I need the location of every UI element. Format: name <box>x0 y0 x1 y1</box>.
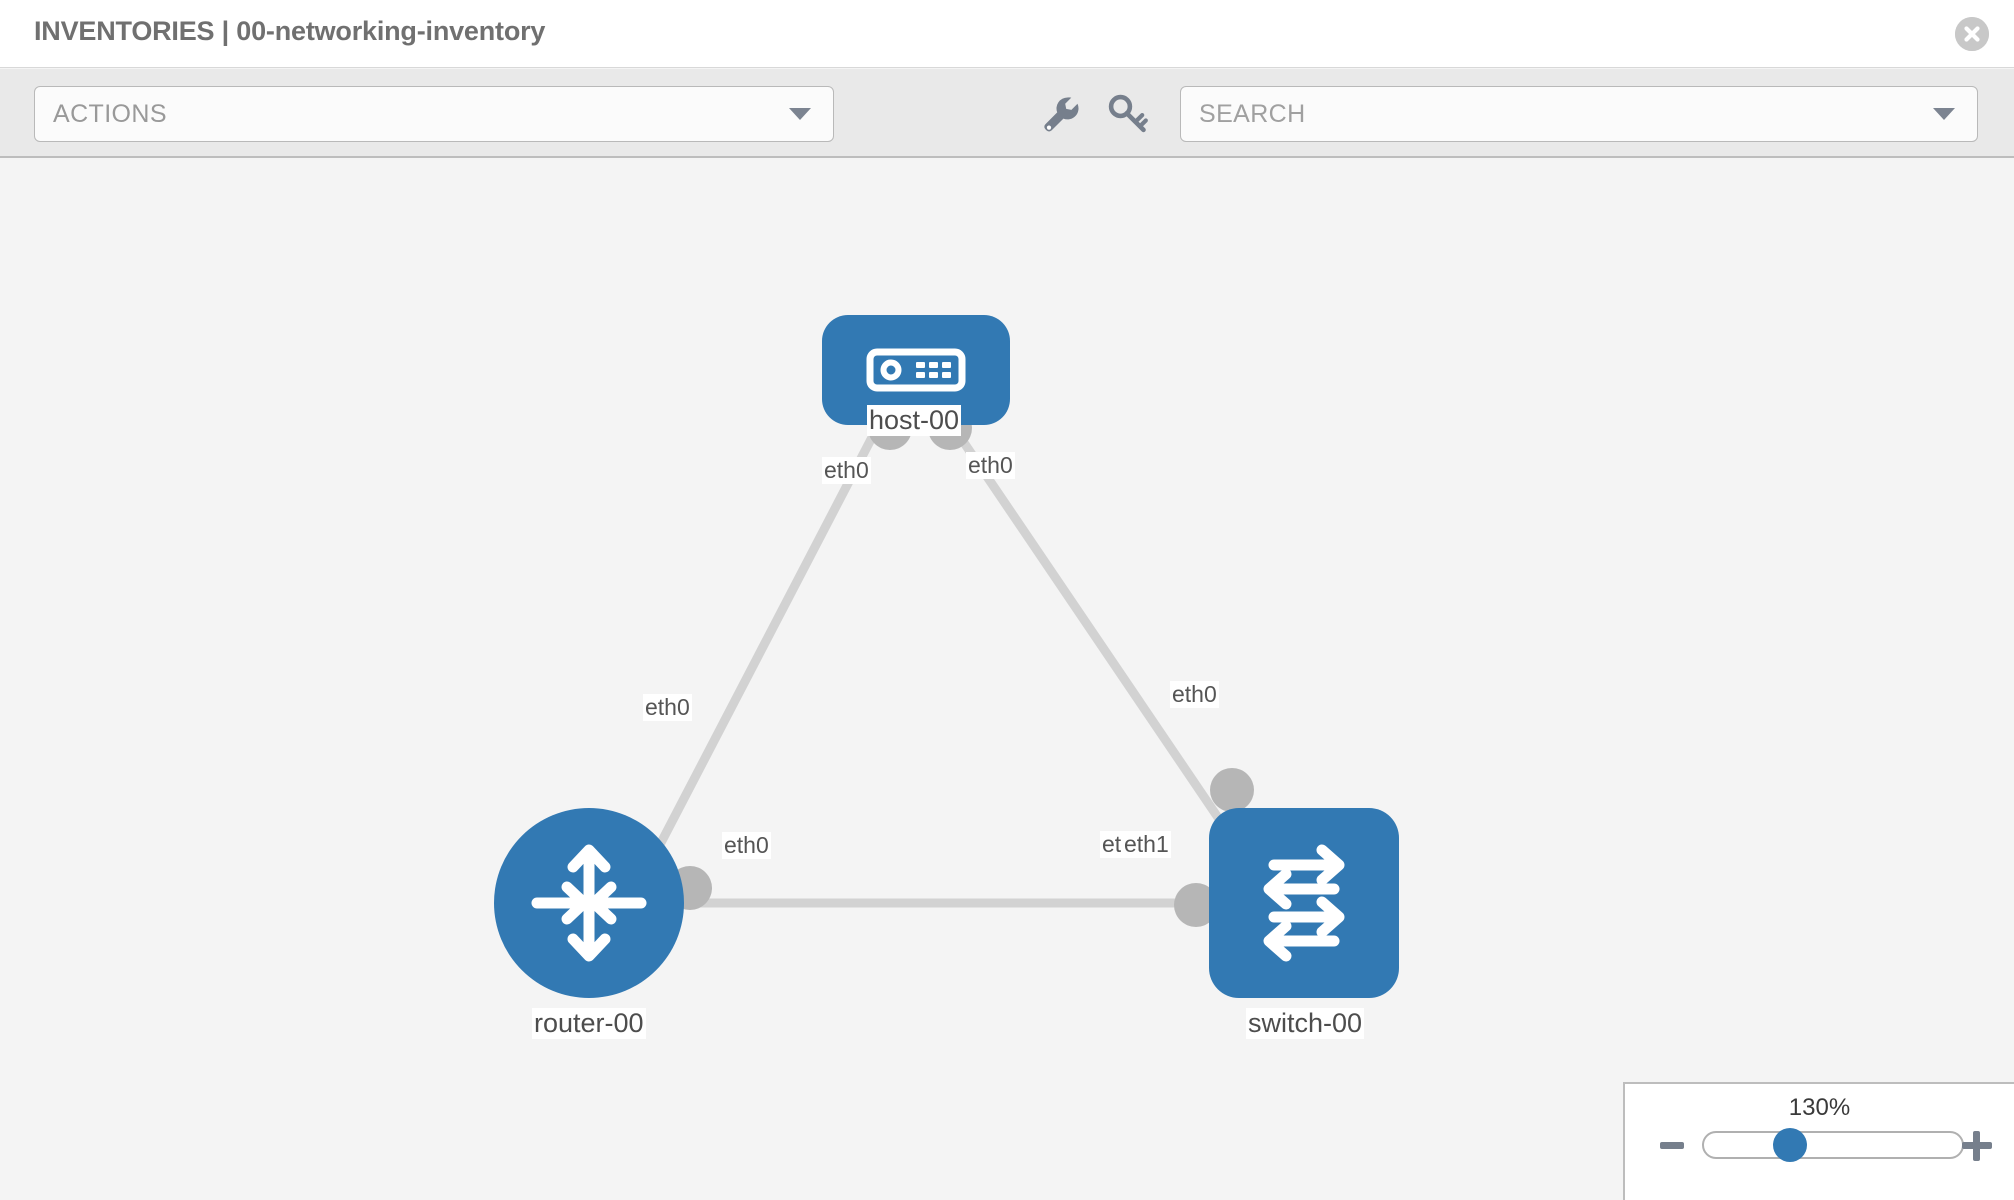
actions-dropdown-label: ACTIONS <box>53 100 167 128</box>
node-router-00-label: router-00 <box>532 1008 646 1039</box>
close-icon <box>1955 17 1989 51</box>
edge-label-switch-upper: eth0 <box>1170 681 1219 708</box>
switch-icon <box>1263 844 1345 962</box>
edge-label-router-upper: eth0 <box>643 694 692 721</box>
topology-links <box>648 406 1254 927</box>
search-placeholder: SEARCH <box>1199 100 1306 128</box>
node-host-00-label: host-00 <box>867 405 962 436</box>
zoom-in-button[interactable] <box>1962 1131 1992 1161</box>
zoom-out-button[interactable] <box>1660 1142 1684 1149</box>
link-host-router[interactable] <box>648 419 884 863</box>
zoom-slider-handle[interactable] <box>1773 1128 1807 1162</box>
topology-canvas[interactable]: host-00 <box>0 160 2014 1200</box>
page-header: INVENTORIES | 00-networking-inventory <box>0 0 2014 68</box>
wrench-icon <box>1044 97 1079 132</box>
node-switch-00-label: switch-00 <box>1246 1008 1365 1039</box>
zoom-slider-track[interactable] <box>1702 1131 1964 1159</box>
zoom-control-panel: 130% <box>1623 1082 2014 1200</box>
wrench-button[interactable] <box>1036 91 1082 137</box>
link-host-switch[interactable] <box>946 419 1244 853</box>
connector-switch-top <box>1210 768 1254 812</box>
actions-dropdown[interactable]: ACTIONS <box>34 86 834 142</box>
router-icon <box>531 844 647 962</box>
edge-label-switch-left: eth1 <box>1122 831 1171 858</box>
node-router-00-shape[interactable] <box>494 808 684 998</box>
key-icon <box>1108 94 1148 133</box>
chevron-down-icon <box>1933 108 1955 120</box>
edge-label-host-right: eth0 <box>966 452 1015 479</box>
connector-switch-left <box>1174 883 1218 927</box>
edge-label-router-right: eth0 <box>722 832 771 859</box>
server-icon <box>866 348 966 392</box>
zoom-level-label: 130% <box>1788 1094 1851 1121</box>
node-switch-00-shape[interactable] <box>1209 808 1399 998</box>
search-input[interactable]: SEARCH <box>1180 86 1978 142</box>
edge-label-host-left: eth0 <box>822 457 871 484</box>
toolbar: ACTIONS SEARCH <box>0 69 2014 158</box>
page-title: INVENTORIES | 00-networking-inventory <box>34 16 546 46</box>
close-button[interactable] <box>1955 17 1989 51</box>
chevron-down-icon <box>789 108 811 120</box>
key-button[interactable] <box>1105 91 1151 137</box>
